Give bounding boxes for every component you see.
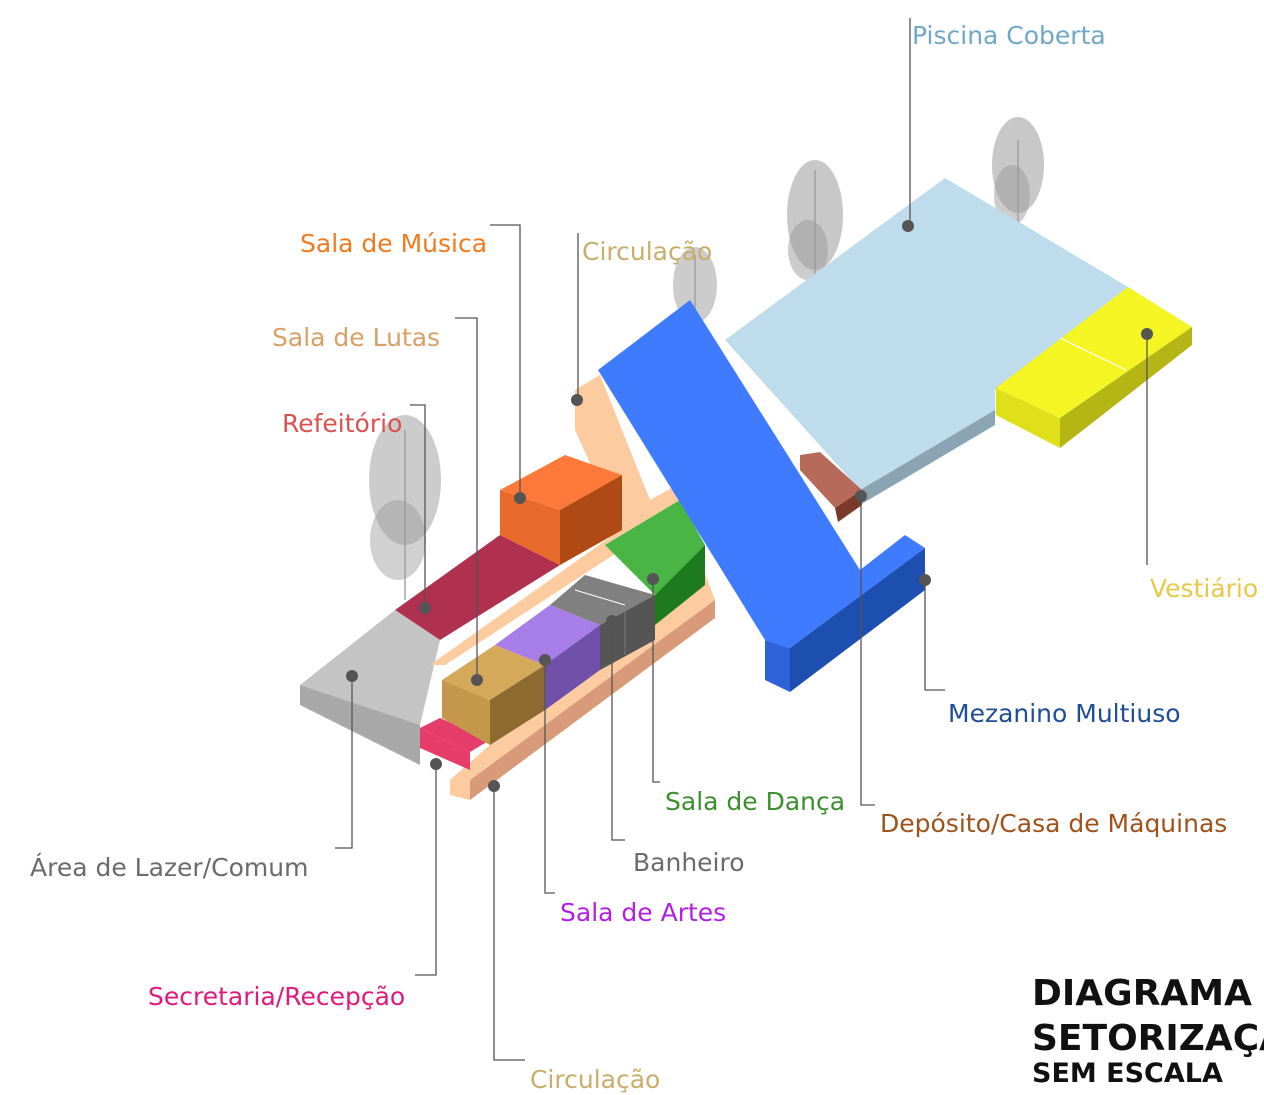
diagram-subtitle: SEM ESCALA (1032, 1058, 1223, 1089)
label-secretaria: Secretaria/Recepção (148, 982, 405, 1011)
diagram-title-line2: SETORIZAÇÃO (1032, 1017, 1264, 1059)
deposito-block (800, 452, 862, 522)
sala-artes-block (495, 605, 600, 710)
tree-icon (369, 415, 441, 600)
diagram-title-line1: DIAGRAMA (1032, 973, 1252, 1014)
tree-icon (787, 160, 843, 290)
label-refeitorio: Refeitório (282, 409, 402, 438)
label-circulacao-top: Circulação (582, 237, 712, 266)
piscina-coberta-block (725, 178, 1128, 505)
label-banheiro: Banheiro (633, 848, 745, 877)
label-sala-artes: Sala de Artes (560, 898, 726, 927)
label-piscina-coberta: Piscina Coberta (912, 21, 1106, 50)
label-sala-danca: Sala de Dança (665, 787, 845, 816)
vestiario-block (996, 287, 1192, 448)
label-area-lazer: Área de Lazer/Comum (30, 853, 308, 882)
label-sala-musica: Sala de Música (300, 229, 487, 258)
banheiro-block (550, 575, 655, 670)
sala-musica-block (500, 455, 622, 565)
secretaria-block (420, 718, 490, 770)
label-mezanino-multiuso: Mezanino Multiuso (948, 699, 1181, 728)
sala-lutas-block (442, 645, 545, 745)
tree-icon (992, 117, 1044, 240)
mezanino-multiuso-block (598, 300, 925, 692)
label-vestiario: Vestiário (1150, 574, 1258, 603)
label-sala-lutas: Sala de Lutas (272, 323, 440, 352)
label-circulacao-bottom: Circulação (530, 1065, 660, 1094)
area-lazer-block (300, 610, 440, 765)
leader-lines (335, 18, 1153, 1061)
sala-danca-block (605, 500, 705, 625)
label-deposito: Depósito/Casa de Máquinas (880, 809, 1227, 838)
